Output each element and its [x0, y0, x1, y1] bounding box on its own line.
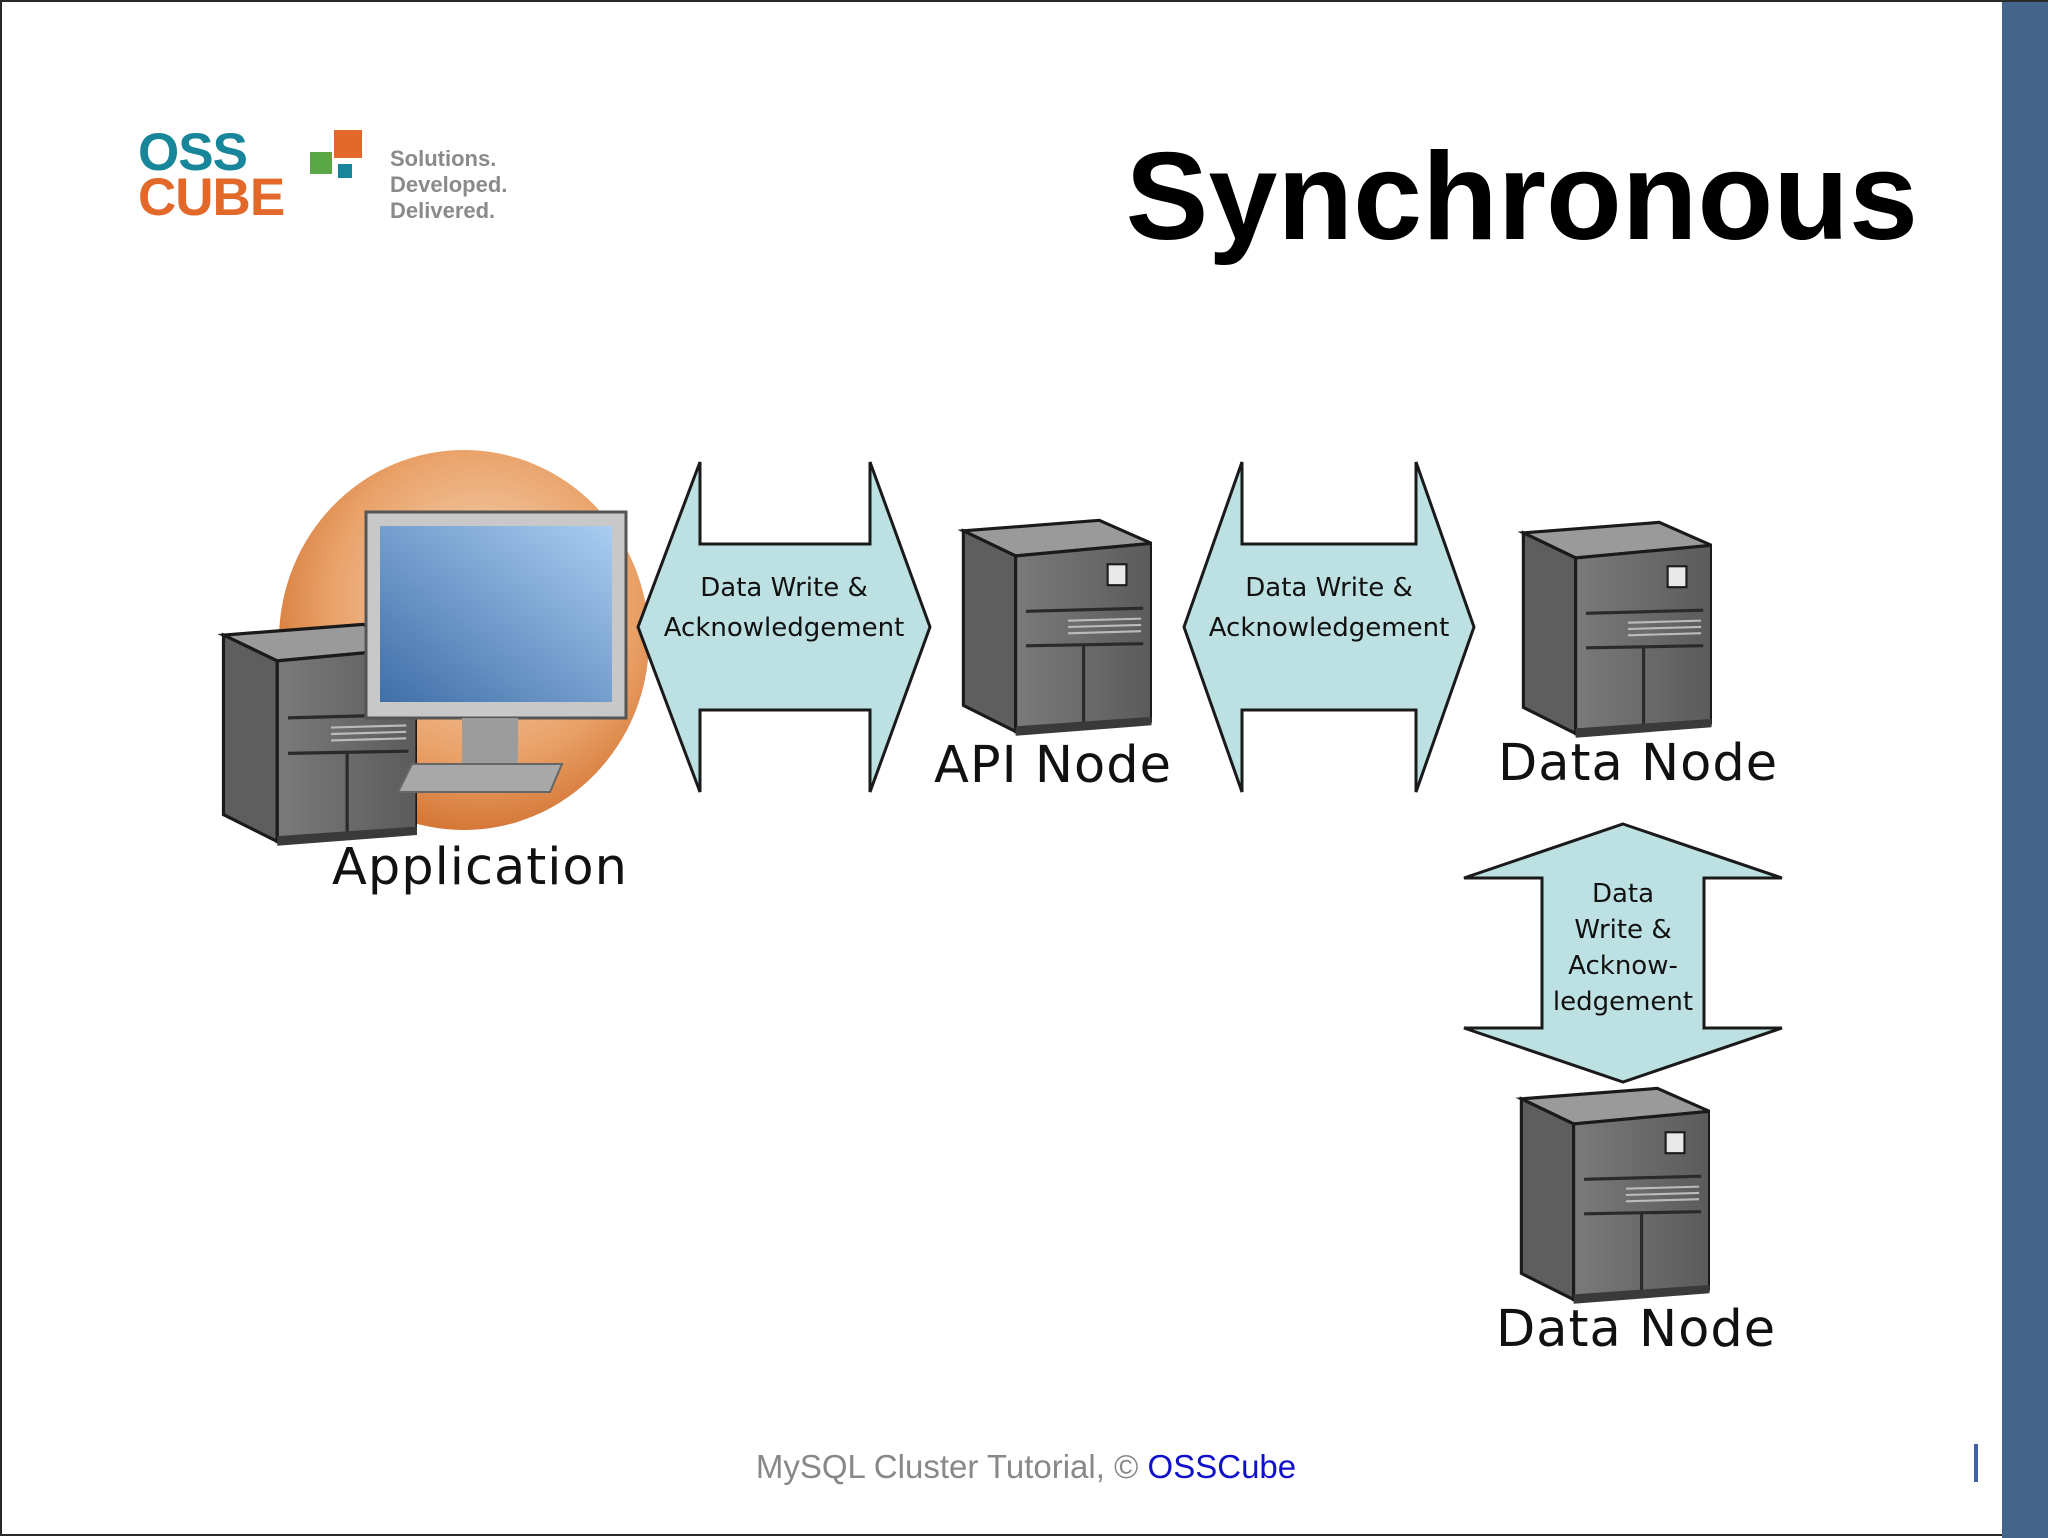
- logo-tagline: Solutions. Developed. Delivered.: [390, 146, 507, 224]
- node-label-data-node-2: Data Node: [1496, 1300, 1777, 1359]
- arrow-data-to-data: [1463, 822, 1783, 1084]
- application-computer-icon: [221, 450, 649, 848]
- arrow-api-to-data: [1182, 461, 1476, 793]
- arrow-app-to-api: [636, 461, 932, 793]
- edge-label-line: Acknowledgement: [663, 613, 905, 643]
- edge-label-line: ledgement: [1552, 987, 1694, 1017]
- edge-label-data-data: Data Write & Acknow- ledgement: [1532, 876, 1714, 1020]
- edge-label-line: Data: [1591, 879, 1655, 909]
- footer-text: MySQL Cluster Tutorial, ©: [755, 1448, 1148, 1485]
- slide-title: Synchronous: [1125, 128, 1918, 266]
- tagline-line-3: Delivered.: [390, 198, 496, 223]
- logo-line-cube: CUBE: [138, 168, 285, 227]
- edge-label-app-api: Data Write & Acknowledgement: [642, 568, 926, 648]
- logo-wordmark: OSS CUBE: [138, 123, 285, 227]
- monitor-icon: [364, 510, 628, 793]
- tagline-line-1: Solutions.: [390, 146, 497, 171]
- edge-label-line: Acknow-: [1568, 951, 1678, 981]
- slide-accent-bar: [2002, 2, 2048, 1538]
- node-label-application: Application: [332, 838, 628, 897]
- logo-squares-icon: [310, 130, 362, 178]
- edge-label-line: Data Write &: [1245, 573, 1413, 603]
- footer-link-osscube[interactable]: OSSCube: [1147, 1448, 1297, 1485]
- page-marker: [1974, 1444, 1978, 1482]
- data-node-2-server-icon: [1519, 1086, 1710, 1306]
- osscube-logo: OSS CUBE Solutions. Developed. Delivered…: [138, 123, 538, 240]
- node-label-api-node: API Node: [934, 736, 1172, 795]
- edge-label-api-data: Data Write & Acknowledgement: [1188, 568, 1470, 648]
- edge-label-line: Write &: [1574, 915, 1672, 945]
- node-label-data-node-1: Data Node: [1498, 734, 1779, 793]
- data-node-1-server-icon: [1521, 520, 1712, 740]
- edge-label-line: Data Write &: [700, 573, 868, 603]
- edge-label-line: Acknowledgement: [1208, 613, 1450, 643]
- logo-line-oss: OSS: [138, 123, 248, 182]
- api-node-server-icon: [961, 518, 1152, 738]
- tagline-line-2: Developed.: [390, 172, 508, 197]
- slide-footer: MySQL Cluster Tutorial, © OSSCube: [2, 1448, 2048, 1486]
